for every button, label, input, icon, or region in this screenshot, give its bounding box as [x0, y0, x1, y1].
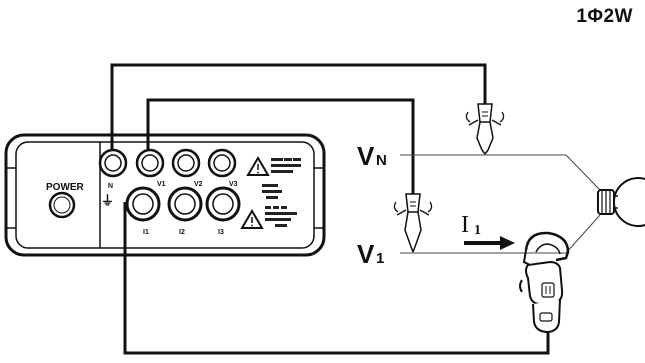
wire-i1: [123, 202, 550, 355]
ground-symbol: ⏚: [101, 193, 114, 208]
i1-label-subscript: 1: [474, 223, 481, 238]
v1-label-subscript: 1: [376, 250, 384, 267]
warning-text-block-1: [262, 158, 301, 199]
voltage-clip-n[interactable]: [465, 95, 505, 155]
warning-text-block-2: [265, 206, 297, 227]
warning-triangle-icon: [246, 156, 270, 176]
power-button[interactable]: [48, 191, 76, 219]
terminal-n-label: N: [108, 183, 113, 190]
voltage-clip-v1[interactable]: [393, 185, 433, 253]
terminal-v1-label: V1: [157, 181, 166, 188]
current-direction-arrow-icon: [464, 236, 515, 250]
lamp-load-icon: [597, 177, 645, 227]
wire-v1: [146, 98, 415, 185]
power-label: POWER: [46, 182, 85, 193]
terminal-v1[interactable]: [135, 148, 165, 178]
terminal-i1-label: I1: [143, 229, 149, 236]
terminal-i1[interactable]: [125, 186, 161, 222]
v1-label: V: [357, 239, 375, 269]
terminal-i3-label: I3: [218, 229, 224, 236]
terminal-v2-label: V2: [194, 181, 203, 188]
terminal-n[interactable]: [98, 148, 128, 178]
terminal-v3-label: V3: [229, 181, 238, 188]
wire-n: [110, 63, 487, 150]
clamp-current-sensor[interactable]: [519, 231, 570, 334]
terminal-i2[interactable]: [167, 186, 203, 222]
line-neutral: [400, 154, 601, 191]
wiring-mode-title: 1Φ2W: [576, 6, 633, 27]
terminal-i2-label: I2: [179, 229, 185, 236]
terminal-v3[interactable]: [207, 148, 237, 178]
vn-label: V: [357, 141, 375, 171]
terminal-v2[interactable]: [171, 148, 201, 178]
i1-label: I: [461, 212, 469, 238]
line-phase-1: [400, 214, 601, 254]
vn-label-subscript: N: [376, 152, 387, 169]
warning-triangle-icon: [240, 209, 264, 229]
terminal-i3[interactable]: [205, 186, 241, 222]
